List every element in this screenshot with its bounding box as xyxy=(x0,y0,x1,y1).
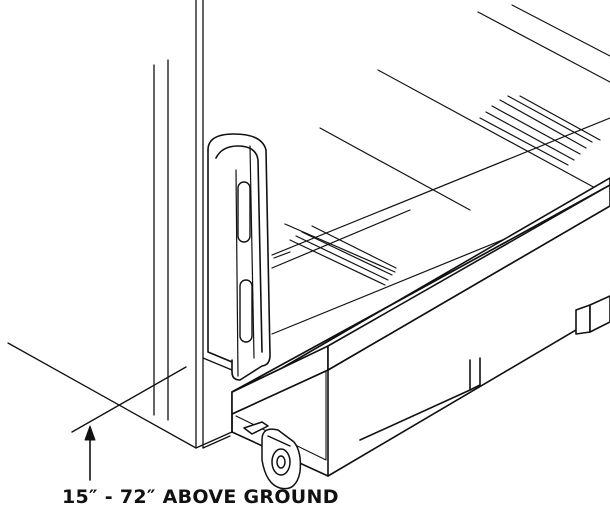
wall xyxy=(7,0,233,449)
height-caption: 15″ - 72″ ABOVE GROUND xyxy=(62,486,339,508)
height-arrow-head xyxy=(84,425,96,441)
mounting-rail xyxy=(207,133,271,381)
caster-wheel xyxy=(243,421,302,490)
dimension-indicator xyxy=(71,366,187,481)
support-beam xyxy=(231,177,610,477)
